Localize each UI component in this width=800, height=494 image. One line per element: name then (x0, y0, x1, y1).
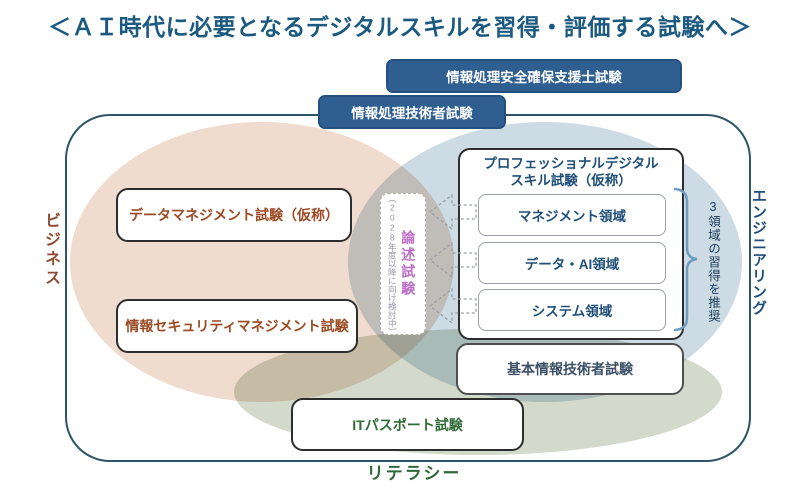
exam-box-it-engineer: 情報処理技術者試験 (318, 95, 506, 129)
exam-label-it-engineer: 情報処理技術者試験 (351, 106, 473, 121)
three-domains-note: 3領域の習得を推奨 (706, 200, 720, 323)
axis-label-literacy: リテラシー (366, 464, 462, 483)
exam-box-fundamental: 基本情報技術者試験 (456, 343, 684, 395)
exam-label-data-management: データマネジメント試験（仮称） (129, 207, 339, 223)
domain-box-system: システム領域 (478, 289, 666, 331)
exam-label-security-management: 情報セキュリティマネジメント試験 (125, 318, 349, 334)
essay-exam-box: （2028年度以降に向け検討中） 論述試験 (380, 193, 426, 336)
professional-title-line2: スキル試験（仮称） (510, 172, 632, 188)
exam-box-it-passport: ITパスポート試験 (291, 398, 524, 451)
axis-label-business: ビジネス (42, 212, 59, 288)
domain-label-system: システム領域 (531, 304, 613, 319)
professional-exam-title: プロフェッショナルデジタル スキル試験（仮称） (460, 156, 682, 190)
exam-label-it-passport: ITパスポート試験 (352, 416, 463, 433)
professional-exam-group-box: プロフェッショナルデジタル スキル試験（仮称） マネジメント領域 データ・AI領… (458, 148, 684, 340)
essay-exam-note: （2028年度以降に向け検討中） (387, 194, 398, 336)
exam-box-data-management: データマネジメント試験（仮称） (116, 188, 352, 242)
domain-label-data-ai: データ・AI領域 (524, 257, 620, 272)
axis-label-engineering: エンジニアリング (750, 188, 767, 316)
domain-box-data-ai: データ・AI領域 (478, 242, 666, 284)
professional-title-line1: プロフェッショナルデジタル (483, 156, 659, 171)
exam-box-security-specialist: 情報処理安全確保支援士試験 (386, 59, 682, 93)
exam-box-security-management: 情報セキュリティマネジメント試験 (116, 299, 358, 353)
exam-label-fundamental: 基本情報技術者試験 (507, 361, 633, 377)
domain-box-management: マネジメント領域 (478, 194, 666, 236)
exam-label-security-specialist: 情報処理安全確保支援士試験 (446, 70, 622, 85)
domain-label-management: マネジメント領域 (518, 209, 626, 224)
page-title: ＜ＡＩ時代に必要となるデジタルスキルを習得・評価する試験へ＞ (48, 14, 752, 40)
essay-exam-label: 論述試験 (400, 230, 417, 298)
